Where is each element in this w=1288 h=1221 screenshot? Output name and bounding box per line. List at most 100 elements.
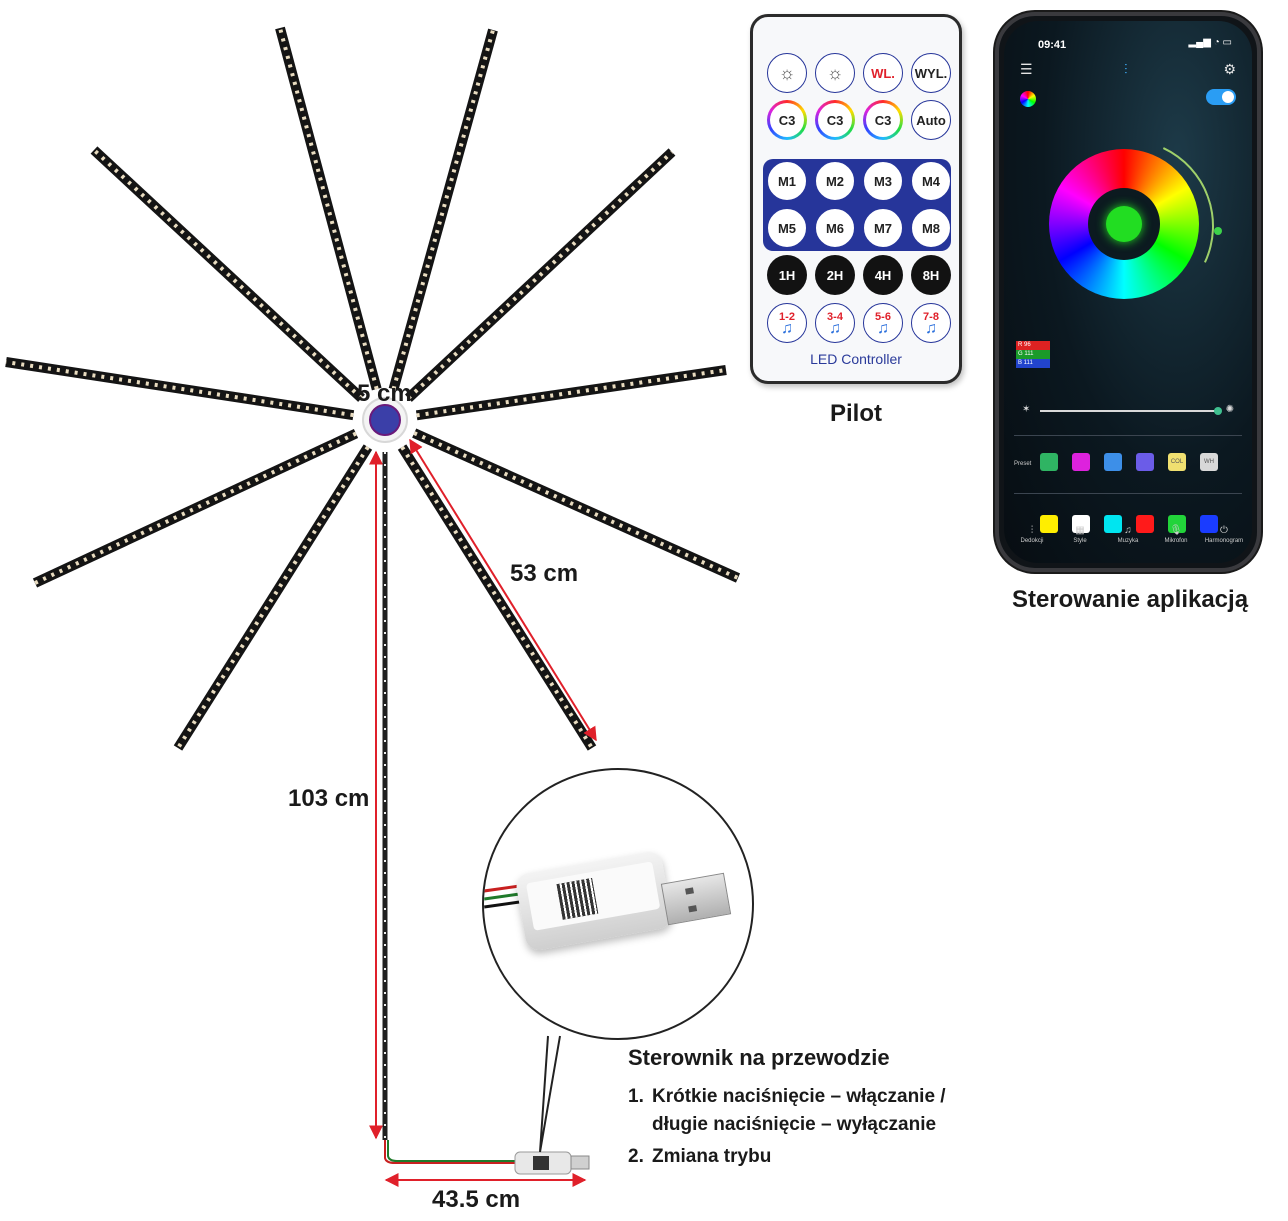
preset-swatch[interactable] xyxy=(1072,453,1090,471)
music-mode-button[interactable]: 5-6♫ xyxy=(863,303,903,343)
sun-icon-group: ☼ xyxy=(779,64,796,82)
usb-plug xyxy=(660,872,732,926)
rgb-readout: R 96 G 111 B 111 xyxy=(1016,341,1050,368)
color-c3-button[interactable]: C3 xyxy=(815,100,855,140)
center-size-label: 5 cm xyxy=(357,380,412,407)
selected-color-preview xyxy=(1106,206,1142,242)
button-label: Auto xyxy=(916,112,946,128)
menu-icon[interactable]: ☰ xyxy=(1020,61,1033,77)
mode-m1-button[interactable]: M1 xyxy=(767,161,807,201)
brightness-slider[interactable]: ✶ ✺ xyxy=(1022,404,1234,418)
usb-controller-small-qr xyxy=(533,1156,549,1170)
color-swatch[interactable] xyxy=(1200,515,1218,533)
arc-knob[interactable] xyxy=(1214,227,1222,235)
button-label: M1 xyxy=(777,173,797,189)
preset-swatch[interactable]: COL xyxy=(1168,453,1186,471)
nav-item[interactable]: ⫶ Dedokcji xyxy=(1008,525,1056,544)
mode-m3-button[interactable]: M3 xyxy=(863,161,903,201)
mode-m6-button[interactable]: M6 xyxy=(815,208,855,248)
timer-1h-button[interactable]: 1H xyxy=(767,255,807,295)
color-swatch[interactable] xyxy=(1040,515,1058,533)
slider-track xyxy=(1040,410,1218,412)
instruction-text: Krótkie naciśnięcie – włączanie / długie… xyxy=(652,1086,946,1135)
music-mode-button[interactable]: 1-2♫ xyxy=(767,303,807,343)
instruction-text: Zmiana trybu xyxy=(652,1146,772,1167)
button-label: 1H xyxy=(778,267,796,283)
power-toggle[interactable] xyxy=(1206,89,1236,105)
music-mode-button[interactable]: 3-4♫ xyxy=(815,303,855,343)
preset-swatch[interactable]: WH xyxy=(1200,453,1218,471)
remote-caption: Pilot xyxy=(830,400,882,427)
nav-label: Harmonogram xyxy=(1204,538,1244,544)
led-strip-leds xyxy=(407,150,674,400)
instruction-item: 2. Zmiana trybu xyxy=(628,1143,982,1171)
color-c3-button[interactable]: C3 xyxy=(767,100,807,140)
color-swatch[interactable] xyxy=(1168,515,1186,533)
button-label: C3 xyxy=(874,112,892,128)
cable-red xyxy=(384,1140,520,1164)
usb-controller-body[interactable] xyxy=(514,849,674,953)
brightness-up-button[interactable]: ☼ xyxy=(815,53,855,93)
color-swatch[interactable] xyxy=(1072,515,1090,533)
button-label: M3 xyxy=(873,173,893,189)
led-strip-arm xyxy=(173,444,373,751)
color-swatch[interactable] xyxy=(1136,515,1154,533)
brightness-down-button[interactable]: ☼ xyxy=(767,53,807,93)
sliders-icon: ⫶ xyxy=(1030,525,1034,536)
divider xyxy=(1014,493,1242,494)
power-off-button[interactable]: WYL. xyxy=(911,53,951,93)
app-caption: Sterowanie aplikacją xyxy=(1011,586,1249,613)
status-time: 09:41 xyxy=(1038,39,1067,51)
divider xyxy=(1014,435,1242,436)
music-mode-button[interactable]: 7-8♫ xyxy=(911,303,951,343)
button-label: 2H xyxy=(826,267,844,283)
preset-swatch[interactable] xyxy=(1040,453,1058,471)
controller-title: Sterownik na przewodzie xyxy=(628,1045,890,1070)
mode-m7-button[interactable]: M7 xyxy=(863,208,903,248)
color-wheel[interactable] xyxy=(1049,149,1199,299)
bright-icon: ✺ xyxy=(1225,404,1234,415)
equalizer-icon[interactable]: ⫶ xyxy=(1124,61,1128,77)
preset-swatch[interactable] xyxy=(1104,453,1122,471)
mode-m2-button[interactable]: M2 xyxy=(815,161,855,201)
cable-length-label: 43.5 cm xyxy=(432,1186,521,1213)
timer-4h-button[interactable]: 4H xyxy=(863,255,903,295)
music-note-icon: ♫ xyxy=(877,320,889,337)
timer-8h-button[interactable]: 8H xyxy=(911,255,951,295)
button-label: 3-4 xyxy=(827,311,843,323)
led-strip-arm xyxy=(397,444,597,751)
nav-label: Dedokcji xyxy=(1020,538,1044,544)
led-strip-arm xyxy=(32,428,359,588)
power-on-button[interactable]: WL. xyxy=(863,53,903,93)
qr-code xyxy=(556,878,599,920)
button-label: WYL. xyxy=(914,65,948,81)
rgb-b: B 111 xyxy=(1016,359,1050,368)
mode-m8-button[interactable]: M8 xyxy=(911,208,951,248)
color-c3-button[interactable]: C3 xyxy=(863,100,903,140)
sun-icon-group: ☼ xyxy=(826,63,844,83)
auto-button[interactable]: Auto xyxy=(911,100,951,140)
slider-knob[interactable] xyxy=(1214,407,1222,415)
instruction-item: 1. Krótkie naciśnięcie – włączanie / dłu… xyxy=(628,1083,982,1139)
button-label: WL. xyxy=(871,65,895,81)
settings-icon[interactable]: ⚙ xyxy=(1223,61,1236,77)
cable-green xyxy=(387,1140,520,1162)
dim-icon: ✶ xyxy=(1022,404,1031,415)
button-label: M2 xyxy=(825,173,845,189)
button-label: M5 xyxy=(777,220,797,236)
nav-item[interactable]: 🎙Mikrofon xyxy=(1152,525,1200,544)
music-icon: ♫ xyxy=(1124,525,1132,536)
preset-swatch[interactable] xyxy=(1136,453,1154,471)
nav-item[interactable]: ♫Muzyka xyxy=(1104,525,1152,544)
timer-2h-button[interactable]: 2H xyxy=(815,255,855,295)
mode-m5-button[interactable]: M5 xyxy=(767,208,807,248)
nav-item[interactable]: ▦Style xyxy=(1056,525,1104,544)
nav-item[interactable]: ⏻Harmonogram xyxy=(1200,525,1248,544)
color-mode-icon[interactable] xyxy=(1020,91,1036,107)
mode-m4-button[interactable]: M4 xyxy=(911,161,951,201)
led-strip-leds xyxy=(92,148,363,400)
instruction-number: 1. xyxy=(628,1086,644,1107)
sun-icon: ☼ xyxy=(826,63,844,83)
button-label: M7 xyxy=(873,220,893,236)
color-swatch[interactable] xyxy=(1104,515,1122,533)
